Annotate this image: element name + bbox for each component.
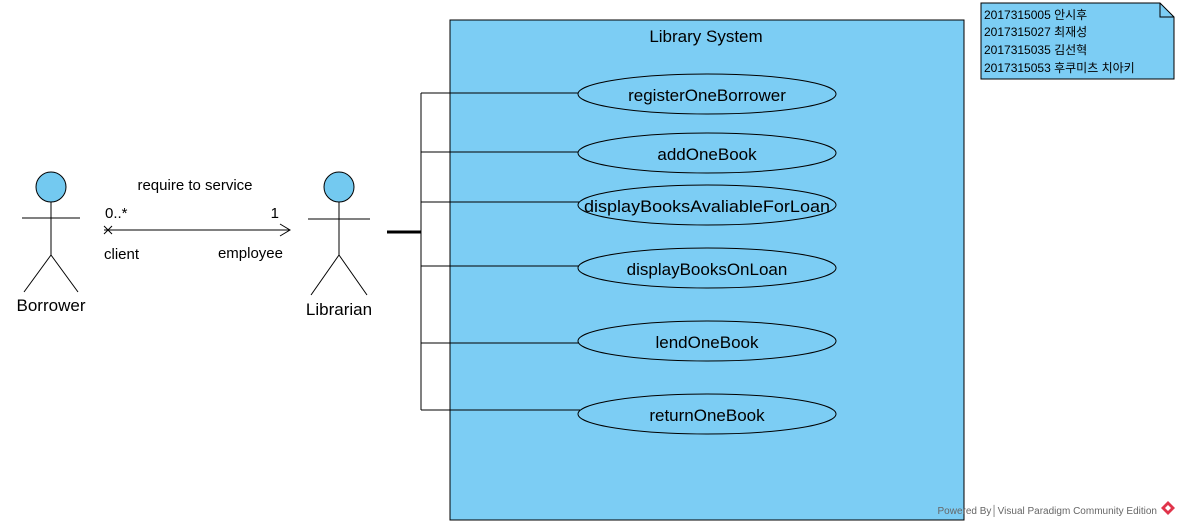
association-line[interactable] [103, 223, 291, 237]
source-role: client [104, 246, 140, 263]
actor-head [35, 171, 67, 203]
connector-lines [387, 92, 580, 411]
watermark-text: Powered By│Visual Paradigm Community Edi… [938, 504, 1158, 518]
actor-head [323, 171, 355, 203]
actor-librarian[interactable]: Librarian [306, 171, 372, 319]
note[interactable]: 2017315005 안시후 2017315027 최재성 2017315035… [980, 2, 1175, 80]
use-case-label: returnOneBook [649, 406, 765, 425]
visual-paradigm-logo-icon [1161, 501, 1175, 515]
actor-name: Borrower [17, 296, 86, 315]
association-name: require to service [137, 177, 252, 194]
use-case-add-one-book[interactable]: addOneBook [577, 132, 837, 174]
arrowhead-icon [279, 223, 291, 237]
source-multiplicity: 0..* [105, 205, 128, 222]
note-line: 2017315035 김선혁 [984, 43, 1087, 57]
use-case-return-one-book[interactable]: returnOneBook [577, 393, 837, 435]
note-line: 2017315027 최재성 [984, 25, 1087, 39]
actor-name: Librarian [306, 300, 372, 319]
use-case-lend-one-book[interactable]: lendOneBook [577, 320, 837, 362]
use-case-display-books-available[interactable]: displayBooksAvaliableForLoan [577, 184, 837, 226]
system-title: Library System [649, 27, 762, 46]
use-case-label: addOneBook [657, 145, 757, 164]
note-line: 2017315005 안시후 [984, 8, 1087, 22]
use-case-label: registerOneBorrower [628, 86, 786, 105]
actor-borrower[interactable]: Borrower [17, 171, 86, 315]
use-case-label: displayBooksOnLoan [627, 260, 788, 279]
use-case-label: lendOneBook [655, 333, 759, 352]
target-multiplicity: 1 [271, 205, 279, 222]
note-line: 2017315053 후쿠미츠 치아키 [984, 61, 1135, 75]
target-role: employee [218, 245, 283, 262]
use-case-register-one-borrower[interactable]: registerOneBorrower [577, 73, 837, 115]
use-case-label: displayBooksAvaliableForLoan [584, 197, 830, 216]
use-case-display-books-on-loan[interactable]: displayBooksOnLoan [577, 247, 837, 289]
